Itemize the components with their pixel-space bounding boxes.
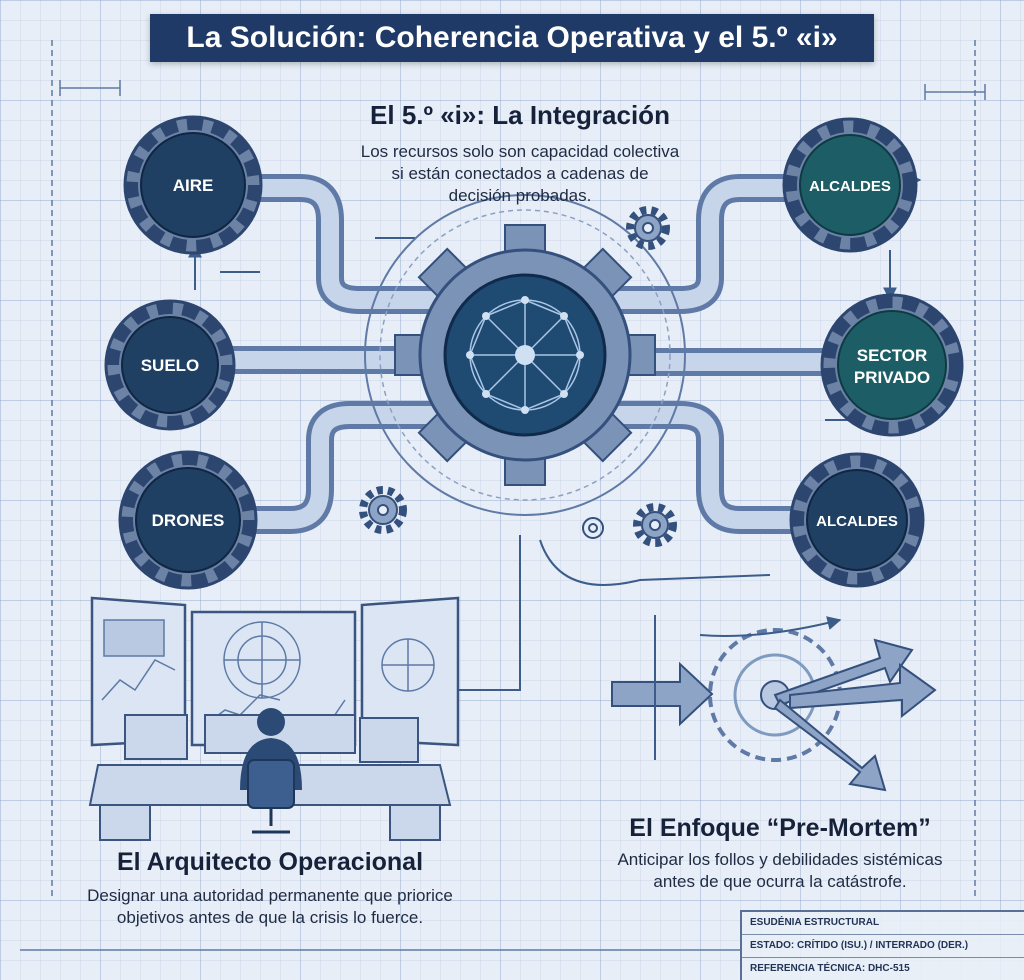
central-integration-gear (364, 194, 686, 516)
gear-drones: DRONES (118, 450, 258, 590)
integration-heading: El 5.º «i»: La Integración (370, 100, 670, 130)
gear-suelo: SUELO (104, 299, 236, 431)
architect-body-line1: Designar una autoridad permanente que pr… (87, 886, 453, 905)
premortem-illustration (611, 615, 937, 792)
gear-drones-label: DRONES (152, 511, 225, 530)
page-title: La Solución: Coherencia Operativa y el 5… (150, 14, 874, 62)
integration-body-line1: Los recursos solo son capacidad colectiv… (360, 142, 680, 161)
gear-sector-label-2: PRIVADO (854, 368, 930, 387)
gear-suelo-label: SUELO (141, 356, 200, 375)
gear-sector-label-1: SECTOR (857, 346, 928, 365)
premortem-heading: El Enfoque “Pre-Mortem” (629, 814, 931, 842)
gear-alcaldes-bottom-label: ALCALDES (816, 513, 898, 530)
blueprint-frame (20, 40, 986, 951)
gear-sector-privado: SECTOR PRIVADO (820, 293, 964, 437)
title-block-row-study: ESUDÉNIA ESTRUCTURAL (742, 912, 1024, 935)
gear-alcaldes-top-label: ALCALDES (809, 178, 891, 195)
integration-body-line3: decisión probadas. (448, 186, 592, 205)
gear-aire: AIRE (123, 115, 263, 255)
gear-aire-label: AIRE (173, 176, 214, 195)
technical-title-block: ESUDÉNIA ESTRUCTURAL ESTADO: CRÍTIDO (IS… (740, 910, 1024, 980)
gear-alcaldes-bottom: ALCALDES (789, 452, 925, 588)
title-block-row-status: ESTADO: CRÍTIDO (ISU.) / INTERRADO (DER.… (742, 935, 1024, 958)
architect-heading: El Arquitecto Operacional (116, 848, 424, 876)
premortem-body-line1: Anticipar los follos y debilidades sisté… (617, 850, 943, 869)
premortem-body-line2: antes de que ocurra la catástrofe. (653, 872, 907, 891)
small-gear-icon (359, 206, 677, 547)
control-room-illustration (88, 596, 460, 841)
gear-alcaldes-top: ALCALDES (782, 117, 918, 253)
architect-body-line2: objetivos antes de que la crisis lo fuer… (116, 908, 424, 927)
operator-figure (240, 708, 302, 834)
title-block-row-reference: REFERENCIA TÉCNICA: DHC-515 (750, 963, 910, 974)
integration-body-line2: si están conectados a cadenas de (391, 164, 649, 183)
